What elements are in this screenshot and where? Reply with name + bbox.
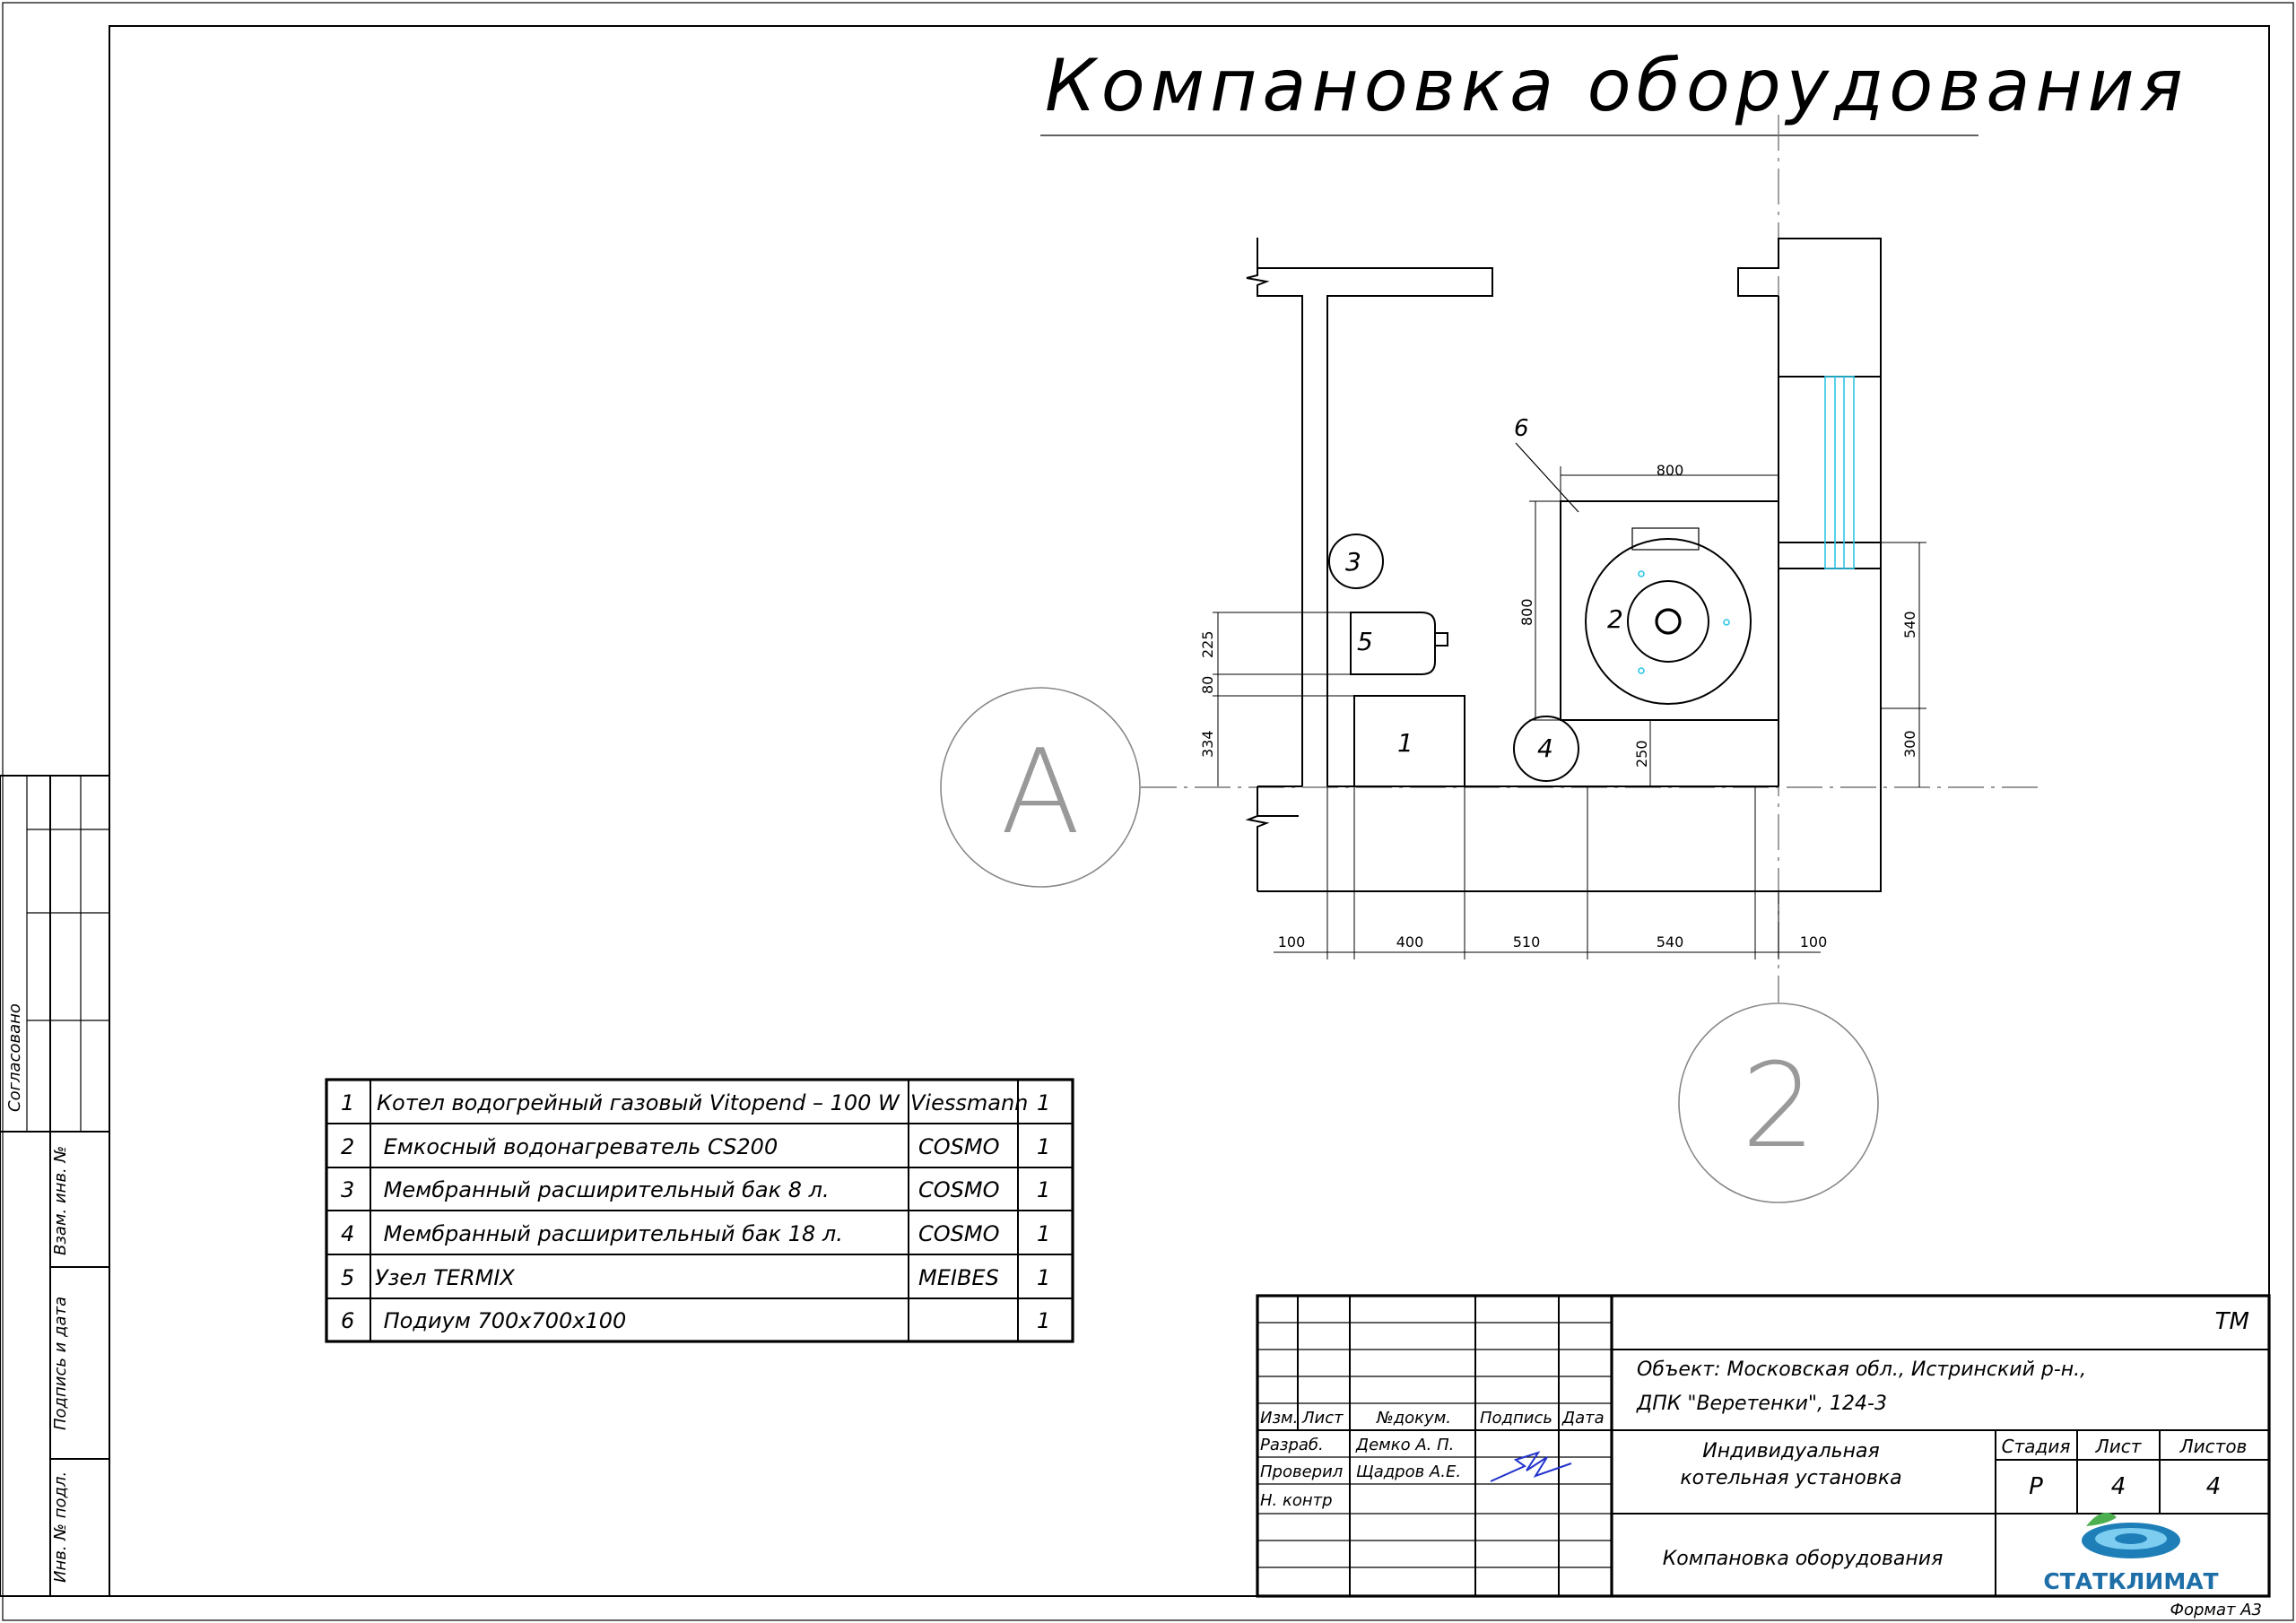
title-block: Изм. Лист №докум. Подпись Дата Разраб. Д… — [1256, 1294, 2271, 1619]
bottom-wall — [1257, 238, 1882, 892]
label-6: 6 — [1514, 415, 1529, 442]
svg-text:COSMO: COSMO — [918, 1221, 999, 1246]
dim-800-top: 800 — [1657, 462, 1684, 479]
spec-row: 3 Мембранный расширительный бак 8 л. COS… — [341, 1177, 1050, 1202]
dim-80: 80 — [1199, 676, 1216, 694]
equipment-5-termix — [1350, 612, 1436, 675]
side-vzam-inv: Взам. инв. № — [51, 1146, 70, 1255]
svg-text:5: 5 — [341, 1265, 354, 1290]
tb-listov-value: 4 — [2206, 1473, 2222, 1500]
svg-text:2: 2 — [341, 1134, 354, 1159]
svg-text:1: 1 — [1037, 1090, 1050, 1115]
tb-list2: Лист — [2095, 1436, 2143, 1457]
svg-text:1: 1 — [1037, 1221, 1050, 1246]
signature — [1490, 1451, 1572, 1482]
spec-row: 4 Мембранный расширительный бак 18 л. CO… — [341, 1221, 1050, 1246]
equipment-2-water-heater — [1585, 538, 1752, 705]
tb-ndoc: №докум. — [1376, 1409, 1451, 1428]
spec-row: 6 Подиум 700х700х100 1 — [341, 1308, 1050, 1333]
tb-listov: Листов — [2179, 1436, 2248, 1457]
company-logo: СТАТКЛИМАТ — [2043, 1512, 2219, 1594]
dim-540-bottom: 540 — [1657, 933, 1684, 950]
wall-top-left — [1257, 238, 1493, 786]
tb-code: ТМ — [2215, 1308, 2249, 1335]
page-title: Компановка оборудования — [1045, 44, 2188, 127]
svg-text:1: 1 — [1037, 1308, 1050, 1333]
dim-540-right: 540 — [1901, 611, 1918, 638]
tb-format: Формат А3 — [2170, 1601, 2262, 1619]
tb-data: Дата — [1561, 1409, 1605, 1428]
svg-text:4: 4 — [341, 1221, 354, 1246]
tb-prov-name: Щадров А.Е. — [1356, 1462, 1461, 1481]
label-4: 4 — [1537, 733, 1553, 763]
tb-razrab-name: Демко А. П. — [1355, 1436, 1454, 1454]
svg-text:Емкосный водонагреватель CS200: Емкосный водонагреватель CS200 — [377, 1134, 778, 1159]
dim-250: 250 — [1633, 740, 1650, 768]
tb-stadiya: Стадия — [2002, 1436, 2071, 1457]
equipment-4-tank — [1513, 716, 1579, 782]
svg-text:1: 1 — [1037, 1177, 1050, 1202]
spec-row: 1 Котел водогрейный газовый Vitopend – 1… — [341, 1090, 1050, 1115]
equipment-3-tank — [1328, 534, 1384, 589]
dim-225: 225 — [1199, 630, 1216, 658]
svg-text:1: 1 — [1037, 1134, 1050, 1159]
tb-name-2: котельная установка — [1680, 1467, 1901, 1489]
equipment-1-boiler — [1353, 695, 1465, 787]
dim-400: 400 — [1396, 933, 1424, 950]
tb-sheet-name: Компановка оборудования — [1663, 1548, 1944, 1570]
company-name: СТАТКЛИМАТ — [2043, 1568, 2218, 1594]
svg-text:1: 1 — [1037, 1265, 1050, 1290]
tb-razrab: Разраб. — [1260, 1436, 1324, 1454]
equipment-6-podium — [1560, 500, 1779, 721]
tb-list: Лист — [1301, 1409, 1344, 1428]
dim-334: 334 — [1199, 730, 1216, 758]
side-stamp: Согласовано Взам. инв. № Подпись и дата … — [0, 775, 110, 1597]
side-soglasovano: Согласовано — [5, 1003, 24, 1112]
tb-object-1: Объект: Московская обл., Истринский р-н.… — [1637, 1358, 2086, 1381]
window — [1824, 376, 1855, 569]
tb-stadiya-value: Р — [2029, 1473, 2043, 1500]
tb-list-value: 4 — [2111, 1473, 2126, 1500]
label-3: 3 — [1345, 547, 1361, 577]
axis-2-label: 2 — [1742, 1037, 1816, 1174]
svg-text:3: 3 — [341, 1177, 354, 1202]
tb-name-1: Индивидуальная — [1702, 1440, 1879, 1462]
dim-300-right: 300 — [1901, 730, 1918, 758]
side-inv-podl: Инв. № подл. — [51, 1471, 70, 1583]
svg-text:6: 6 — [341, 1308, 354, 1333]
svg-text:MEIBES: MEIBES — [918, 1265, 999, 1290]
label-2: 2 — [1607, 604, 1623, 634]
tb-prov: Проверил — [1260, 1462, 1343, 1481]
dim-100-right: 100 — [1800, 933, 1828, 950]
label-1: 1 — [1397, 728, 1413, 758]
dim-100-left: 100 — [1278, 933, 1306, 950]
tb-object-2: ДПК "Веретенки", 124-3 — [1636, 1393, 1887, 1415]
label-5: 5 — [1357, 627, 1373, 656]
side-podpis-data: Подпись и дата — [51, 1297, 70, 1430]
dim-800-side: 800 — [1518, 598, 1535, 626]
axis-a-label: А — [1001, 724, 1081, 860]
axis-bubble-a — [940, 687, 1141, 888]
svg-text:1: 1 — [341, 1090, 354, 1115]
spec-table: 1 Котел водогрейный газовый Vitopend – 1… — [325, 1078, 1074, 1343]
dim-510: 510 — [1513, 933, 1541, 950]
spec-row: 5 Узел TERMIX MEIBES 1 — [341, 1265, 1050, 1290]
tb-podpis: Подпись — [1480, 1409, 1552, 1428]
floor-plan: 1 5 3 4 2 6 А 2 800 — [940, 115, 2045, 1203]
svg-text:Котел водогрейный газовый Vito: Котел водогрейный газовый Vitopend – 100… — [377, 1090, 900, 1115]
axis-bubble-2 — [1678, 1002, 1879, 1203]
svg-text:Подиум 700х700х100: Подиум 700х700х100 — [377, 1308, 626, 1333]
svg-text:Узел TERMIX: Узел TERMIX — [375, 1265, 515, 1290]
svg-text:Viessmann: Viessmann — [910, 1090, 1028, 1115]
svg-text:Мембранный расширительный бак: Мембранный расширительный бак 8 л. — [377, 1177, 830, 1202]
svg-text:COSMO: COSMO — [918, 1134, 999, 1159]
tb-nkontr: Н. контр — [1260, 1491, 1333, 1510]
spec-row: 2 Емкосный водонагреватель CS200 COSMO 1 — [341, 1134, 1050, 1159]
svg-text:COSMO: COSMO — [918, 1177, 999, 1202]
tb-izm: Изм. — [1260, 1409, 1298, 1428]
svg-text:Мембранный расширительный бак: Мембранный расширительный бак 18 л. — [377, 1221, 843, 1246]
